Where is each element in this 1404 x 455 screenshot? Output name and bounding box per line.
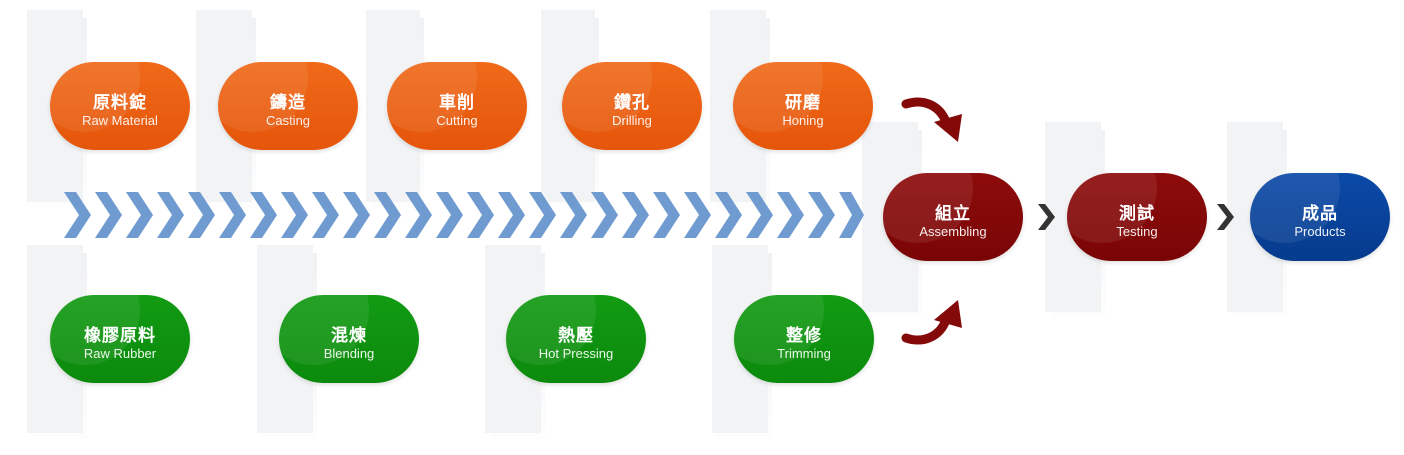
step-label-zh: 原料錠 xyxy=(50,88,190,113)
step-label-zh: 熱壓 xyxy=(506,321,646,346)
step-raw-rubber: 橡膠原料 Raw Rubber xyxy=(50,295,190,383)
curved-arrow-icon xyxy=(900,96,966,146)
step-label-en: Cutting xyxy=(387,113,527,128)
step-label-en: Hot Pressing xyxy=(506,346,646,361)
step-label-zh: 測試 xyxy=(1067,199,1207,224)
chevron-right-icon xyxy=(1215,204,1235,230)
step-label-zh: 橡膠原料 xyxy=(50,321,190,346)
flow-chevrons xyxy=(64,192,864,238)
step-label-zh: 鑽孔 xyxy=(562,88,702,113)
step-label-zh: 鑄造 xyxy=(218,88,358,113)
step-testing: 測試 Testing xyxy=(1067,173,1207,261)
curved-arrow-icon xyxy=(900,296,966,346)
step-label-zh: 研磨 xyxy=(733,88,873,113)
chevron-right-icon xyxy=(64,192,864,238)
step-blending: 混煉 Blending xyxy=(279,295,419,383)
step-label-en: Blending xyxy=(279,346,419,361)
step-raw-material: 原料錠 Raw Material xyxy=(50,62,190,150)
step-label-zh: 組立 xyxy=(883,199,1023,224)
chevron-right-icon xyxy=(1036,204,1056,230)
step-label-en: Honing xyxy=(733,113,873,128)
step-label-en: Casting xyxy=(218,113,358,128)
step-drilling: 鑽孔 Drilling xyxy=(562,62,702,150)
step-honing: 研磨 Honing xyxy=(733,62,873,150)
step-label-zh: 混煉 xyxy=(279,321,419,346)
step-label-en: Products xyxy=(1250,224,1390,239)
step-label-zh: 成品 xyxy=(1250,199,1390,224)
step-label-en: Raw Material xyxy=(50,113,190,128)
step-label-en: Drilling xyxy=(562,113,702,128)
step-casting: 鑄造 Casting xyxy=(218,62,358,150)
step-assembling: 組立 Assembling xyxy=(883,173,1023,261)
step-hot-pressing: 熱壓 Hot Pressing xyxy=(506,295,646,383)
step-label-en: Testing xyxy=(1067,224,1207,239)
step-label-en: Raw Rubber xyxy=(50,346,190,361)
step-products: 成品 Products xyxy=(1250,173,1390,261)
step-label-zh: 整修 xyxy=(734,321,874,346)
step-cutting: 車削 Cutting xyxy=(387,62,527,150)
step-label-zh: 車削 xyxy=(387,88,527,113)
step-trimming: 整修 Trimming xyxy=(734,295,874,383)
step-label-en: Trimming xyxy=(734,346,874,361)
step-label-en: Assembling xyxy=(883,224,1023,239)
